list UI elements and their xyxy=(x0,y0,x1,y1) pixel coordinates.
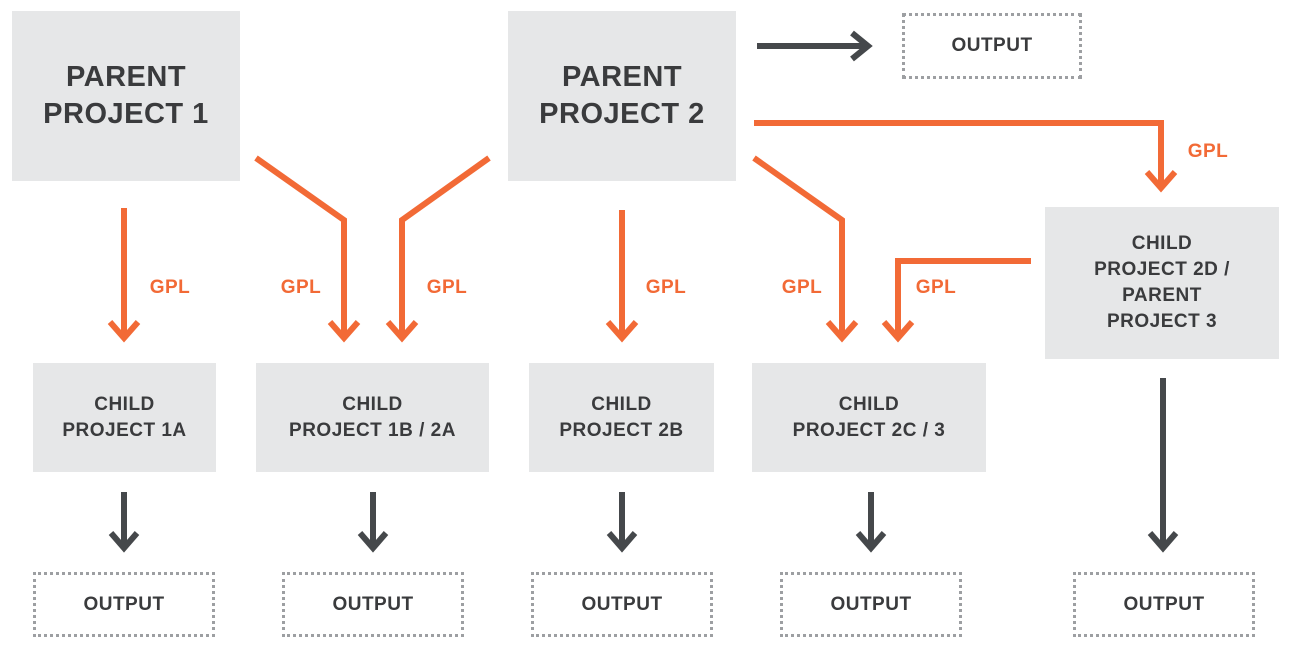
arrowhead-output-top xyxy=(850,30,873,62)
gpl-label-p1-c1a: GPL xyxy=(149,277,191,298)
output-box-5: OUTPUT xyxy=(1073,572,1255,637)
gpl-label-c2d-c2c3: GPL xyxy=(915,277,957,298)
child-project-2c-3-label: CHILD PROJECT 2C / 3 xyxy=(792,393,946,441)
arrowhead-p2-c2d xyxy=(1144,170,1178,193)
license-arrow-p2-to-c2c3 xyxy=(752,155,845,338)
arrowhead-p1-c1b2a xyxy=(327,320,361,343)
arrowhead-output-5 xyxy=(1147,531,1179,553)
output-box-top: OUTPUT xyxy=(902,13,1082,79)
license-arrow-p2-to-c2d xyxy=(754,120,1164,188)
output-box-4: OUTPUT xyxy=(780,572,962,637)
parent-project-1-label: PARENT PROJECT 1 xyxy=(43,61,209,130)
output-4-label: OUTPUT xyxy=(830,593,912,615)
license-arrow-p2-to-c1b2a xyxy=(399,155,491,338)
child-project-2b-box: CHILD PROJECT 2B xyxy=(529,363,714,472)
child-project-2b-label: CHILD PROJECT 2B xyxy=(559,393,684,441)
child-project-2c-3-box: CHILD PROJECT 2C / 3 xyxy=(752,363,986,472)
gpl-label-p1-c1b2a: GPL xyxy=(280,277,322,298)
child-project-2d-parent-3-label: CHILD PROJECT 2D / PARENT PROJECT 3 xyxy=(1094,233,1230,332)
arrowhead-c2d-c2c3 xyxy=(881,320,915,343)
parent-project-1-box: PARENT PROJECT 1 xyxy=(12,11,240,181)
arrowhead-p2-c1b2a xyxy=(385,320,419,343)
child-project-2d-parent-3-box: CHILD PROJECT 2D / PARENT PROJECT 3 xyxy=(1045,207,1279,359)
child-project-1a-box: CHILD PROJECT 1A xyxy=(33,363,216,472)
gpl-label-p2-c2c3: GPL xyxy=(781,277,823,298)
output-top-label: OUTPUT xyxy=(951,35,1033,56)
arrowhead-p2-c2b xyxy=(605,320,639,343)
parent-project-2-label: PARENT PROJECT 2 xyxy=(539,61,705,130)
parent-project-2-box: PARENT PROJECT 2 xyxy=(508,11,736,181)
output-1-label: OUTPUT xyxy=(83,593,165,615)
arrowhead-output-4 xyxy=(855,531,887,553)
arrowhead-p1-c1a xyxy=(107,320,141,343)
output-2-label: OUTPUT xyxy=(332,593,414,615)
output-box-2: OUTPUT xyxy=(282,572,464,637)
arrowhead-p2-c2c3 xyxy=(825,320,859,343)
arrowhead-output-1 xyxy=(108,531,140,553)
child-project-1a-label: CHILD PROJECT 1A xyxy=(62,393,187,441)
license-arrow-c2d-to-c2c3 xyxy=(895,258,1031,338)
gpl-label-p2-c2d: GPL xyxy=(1187,141,1229,162)
output-box-3: OUTPUT xyxy=(531,572,713,637)
gpl-label-p2-c1b2a: GPL xyxy=(426,277,468,298)
output-box-1: OUTPUT xyxy=(33,572,215,637)
arrowhead-output-2 xyxy=(357,531,389,553)
gpl-label-p2-c2b: GPL xyxy=(645,277,687,298)
output-3-label: OUTPUT xyxy=(581,593,663,615)
child-project-1b-2a-box: CHILD PROJECT 1B / 2A xyxy=(256,363,489,472)
child-project-1b-2a-label: CHILD PROJECT 1B / 2A xyxy=(289,393,456,441)
arrowhead-output-3 xyxy=(606,531,638,553)
license-arrow-p1-to-c1b2a xyxy=(254,155,347,338)
output-5-label: OUTPUT xyxy=(1123,593,1205,615)
